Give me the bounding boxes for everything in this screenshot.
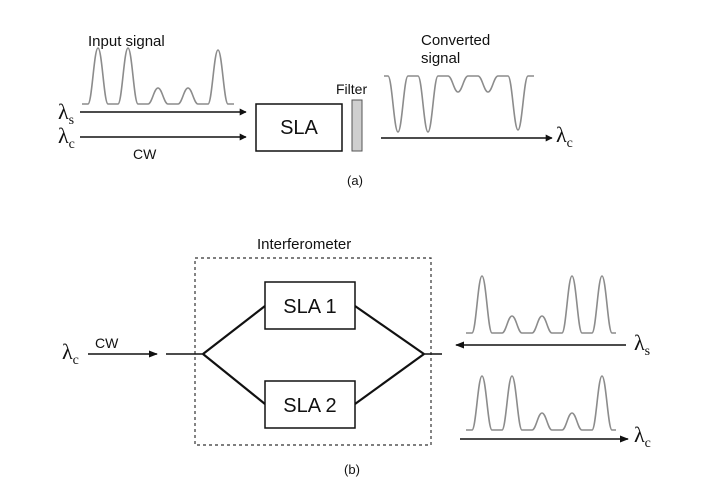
lambda-s-label: λs [58, 99, 74, 128]
right-upper-arm [354, 305, 425, 355]
input-signal-label: Input signal [88, 33, 165, 50]
sla-label: SLA [280, 117, 318, 139]
cw-label: CW [133, 146, 157, 162]
lambda-symbol: λ [634, 330, 645, 355]
filter-block [351, 99, 363, 152]
lambda-subscript-c: c [567, 136, 573, 151]
lambda-s-pulses-b [466, 275, 616, 334]
left-lower-arm [202, 353, 266, 405]
panel-b: Interferometer λc CW SLA 1 SLA 2 λs λc (… [62, 236, 651, 477]
sla1-box [264, 281, 356, 330]
lambda-symbol: λ [62, 339, 73, 364]
interferometer-label: Interferometer [257, 236, 351, 253]
left-upper-arm [202, 305, 266, 355]
lambda-subscript-c: c [645, 436, 651, 451]
sla1-label: SLA 1 [283, 296, 336, 318]
lambda-c-input-label: λc [58, 123, 75, 152]
sla2-box [264, 380, 356, 429]
lambda-c-output-label-b: λc [634, 422, 651, 451]
lambda-symbol: λ [556, 122, 567, 147]
converted-signal-label-line2: signal [421, 50, 460, 67]
lambda-subscript-s: s [645, 344, 650, 359]
input-signal-pulses [82, 47, 234, 105]
sla2-label: SLA 2 [283, 395, 336, 417]
lambda-c-output-label: λc [556, 122, 573, 151]
filter-label: Filter [336, 81, 367, 97]
lambda-subscript-s: s [69, 113, 74, 128]
lambda-symbol: λ [634, 422, 645, 447]
lambda-c-input-label-b: λc [62, 339, 79, 368]
lambda-c-pulses-b [466, 375, 616, 431]
converted-signal-pulses [384, 75, 534, 133]
lambda-subscript-c: c [73, 353, 79, 368]
lambda-subscript-c: c [69, 137, 75, 152]
lambda-s-label-b: λs [634, 330, 650, 359]
right-lower-arm [354, 353, 425, 405]
lambda-symbol: λ [58, 123, 69, 148]
panel-a: Input signal λs λc CW SLA Filter Convert… [58, 32, 573, 188]
lambda-symbol: λ [58, 99, 69, 124]
caption-a: (a) [347, 173, 363, 188]
converted-signal-label-line1: Converted [421, 32, 490, 49]
cw-label-b: CW [95, 335, 119, 351]
interferometer-box [194, 257, 432, 446]
sla-box [255, 103, 343, 152]
caption-b: (b) [344, 462, 360, 477]
